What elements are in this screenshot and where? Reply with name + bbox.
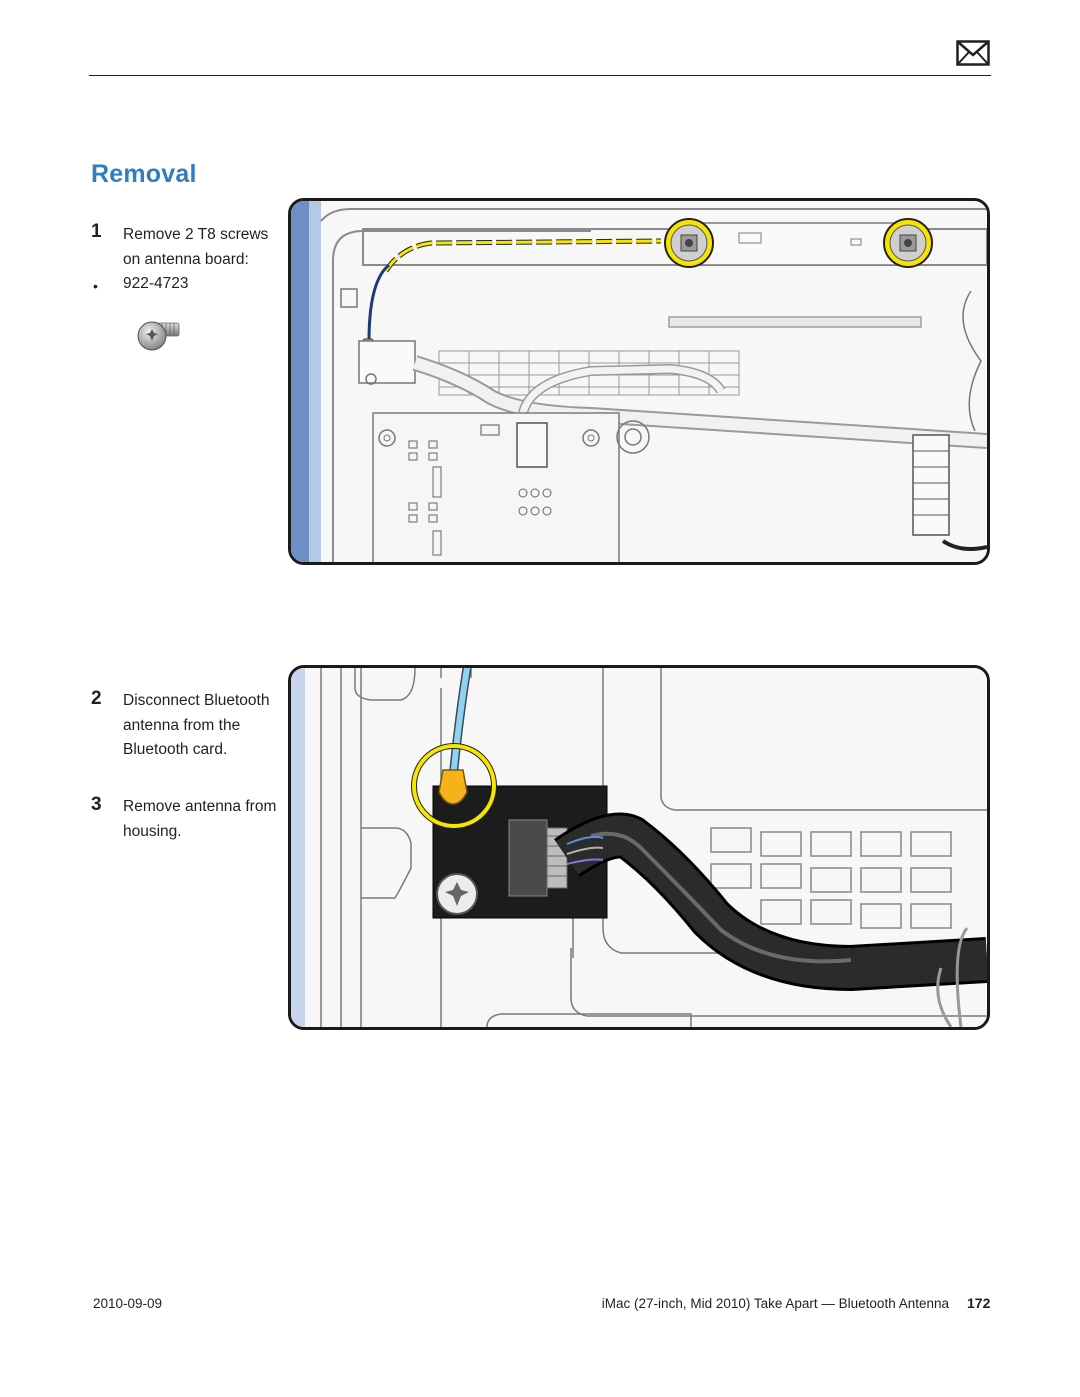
step-1-text: Remove 2 T8 screws on antenna board: [123, 223, 268, 272]
footer-page-number: 172 [967, 1295, 991, 1311]
photo-bluetooth-card-connector [288, 665, 990, 1030]
step-1-line-2: on antenna board: [123, 250, 249, 268]
envelope-icon[interactable] [956, 40, 990, 66]
step-3-number: 3 [91, 794, 102, 815]
bullet-icon: • [93, 278, 98, 294]
step-2-line-1: Disconnect Bluetooth [123, 692, 270, 709]
photo-antenna-board-screws [288, 198, 990, 565]
part-number: 922-4723 [123, 275, 189, 292]
step-1-number: 1 [91, 221, 102, 242]
step-3-line-2: housing. [123, 822, 182, 840]
step-2-line-2: antenna from the [123, 716, 241, 734]
step-1-line-1: Remove 2 T8 screws [123, 226, 269, 243]
step-2-number: 2 [91, 688, 102, 709]
header-rule [89, 75, 991, 76]
footer-date: 2010-09-09 [93, 1296, 163, 1311]
step-2-line-3: Bluetooth card. [123, 741, 228, 758]
section-title: Removal [91, 160, 197, 188]
step-3-text: Remove antenna from housing. [123, 795, 276, 844]
screw-icon [137, 321, 180, 351]
footer-doc-title: iMac (27-inch, Mid 2010) Take Apart — Bl… [601, 1296, 949, 1311]
step-2-text: Disconnect Bluetooth antenna from the Bl… [123, 689, 269, 763]
step-3-line-1: Remove antenna from [123, 798, 277, 815]
